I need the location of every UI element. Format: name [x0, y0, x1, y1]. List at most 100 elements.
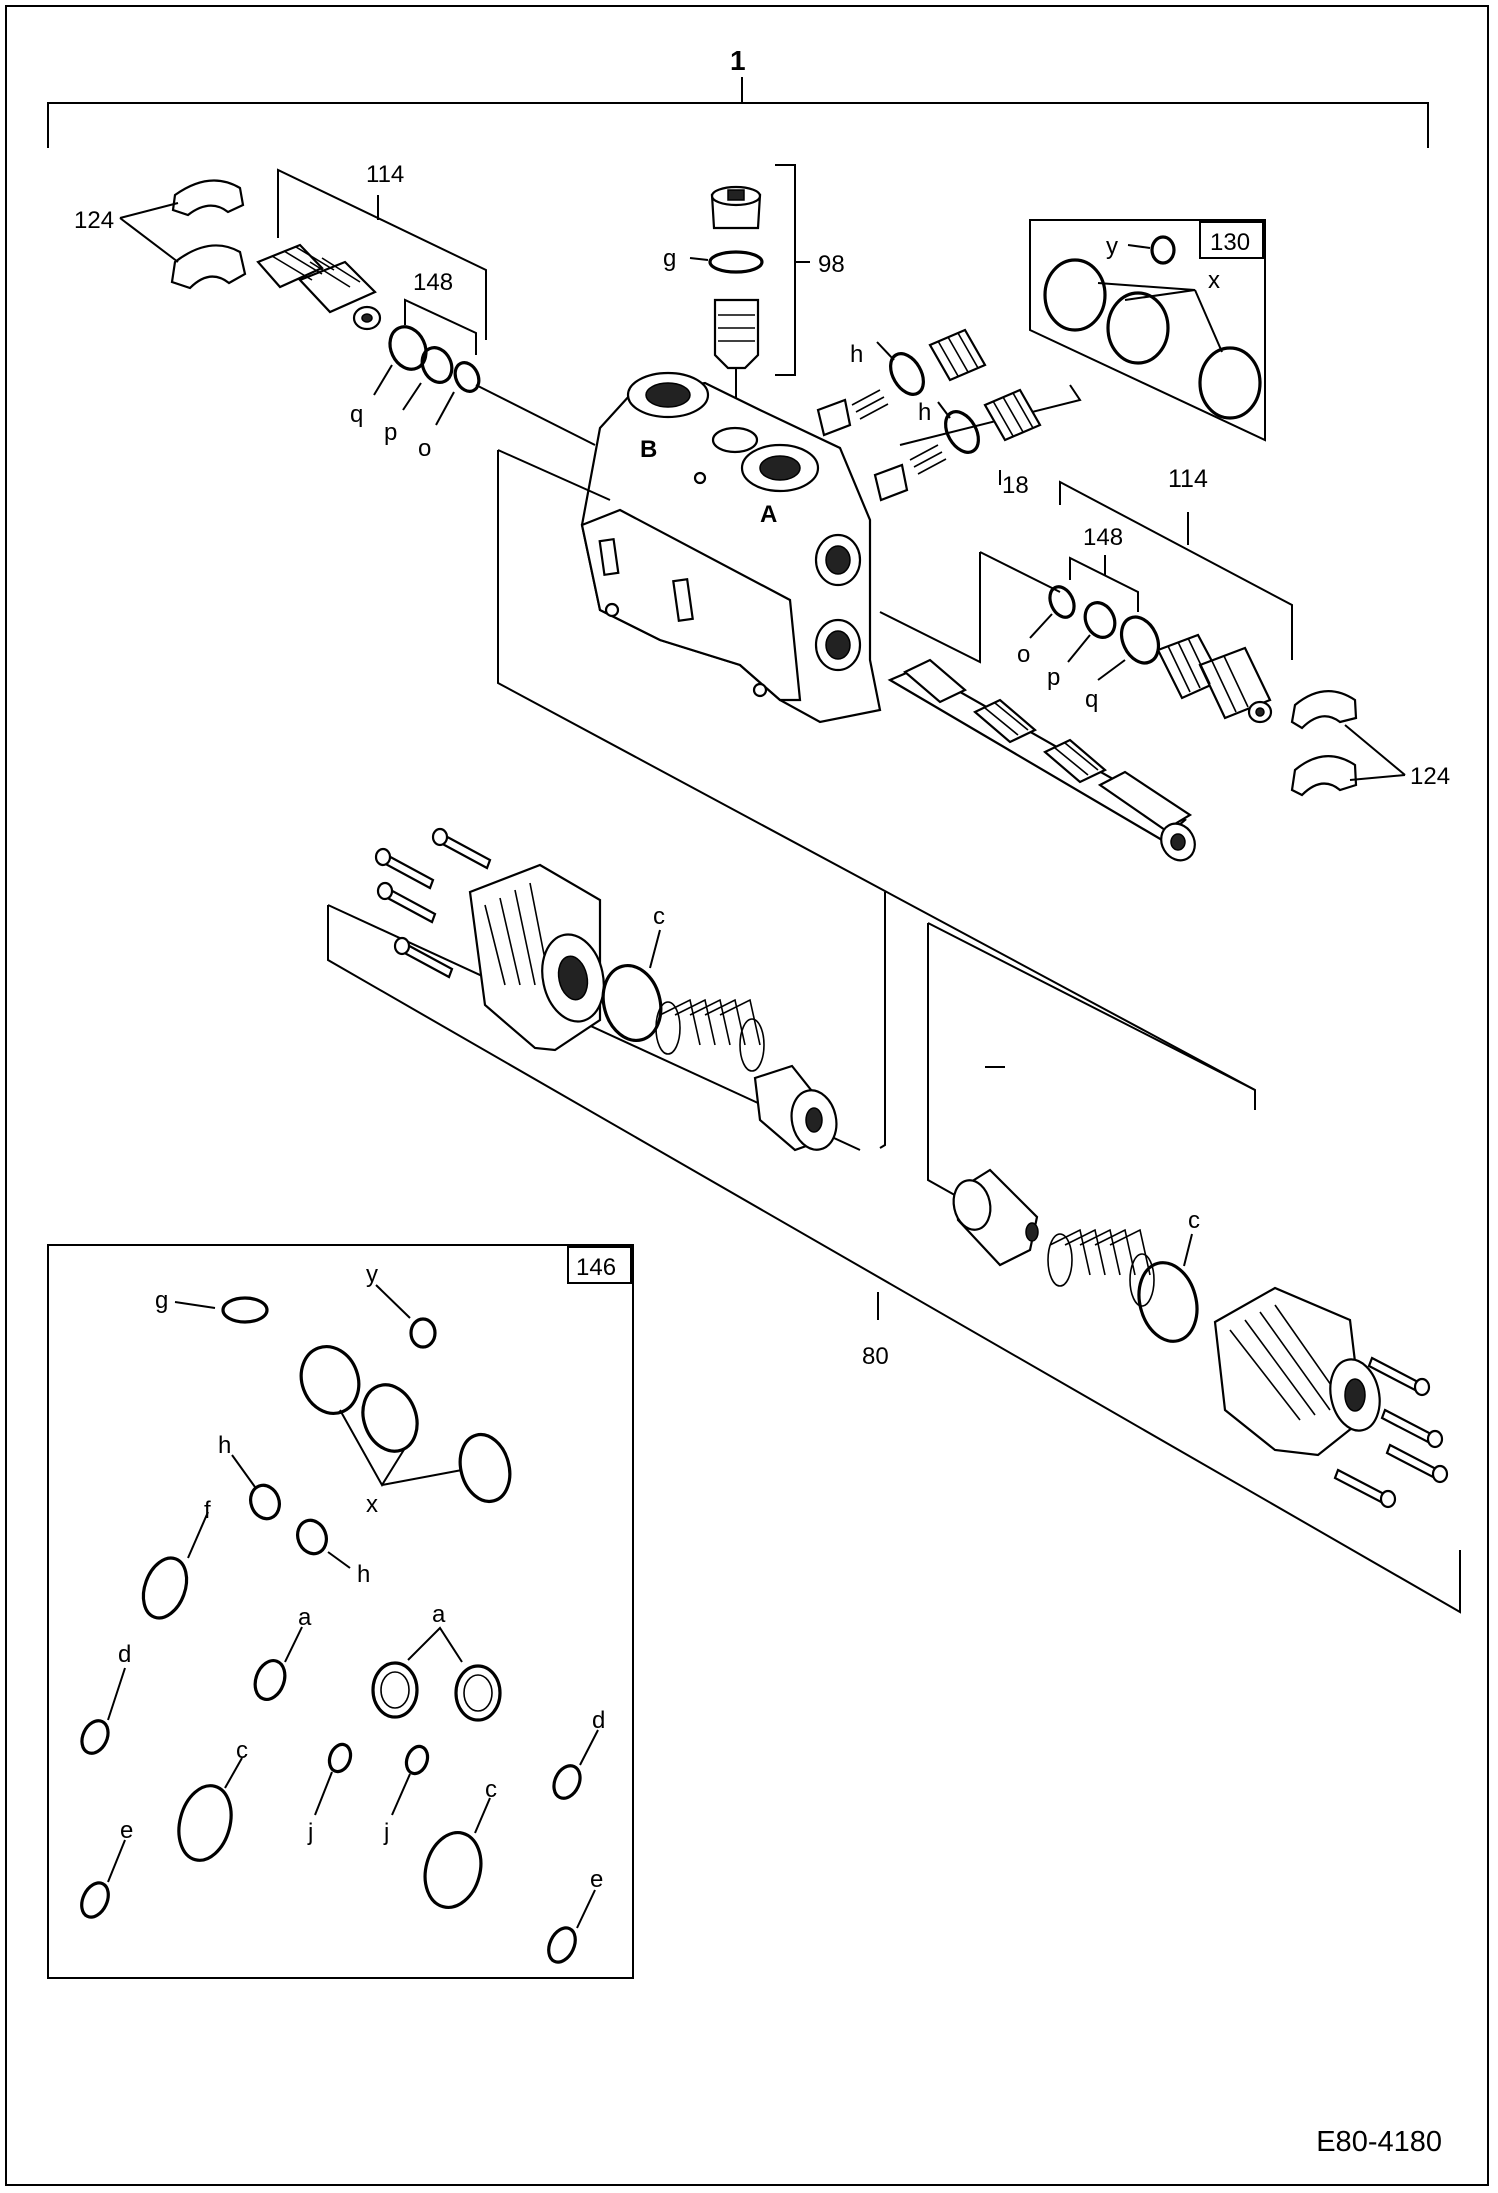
label-p-right: p [1047, 664, 1060, 691]
label-e-146-2: e [590, 1866, 603, 1893]
label-y-146: y [366, 1261, 378, 1288]
seal-kit-130: 130 y x [1029, 219, 1266, 442]
oring-e-146-1 [80, 1881, 110, 1919]
label-c-right: c [1188, 1207, 1200, 1234]
oring-h-top-2 [944, 410, 980, 454]
oring-c-right [1137, 1261, 1199, 1343]
drawing-frame [5, 5, 1489, 2186]
label-h-146-1: h [218, 1432, 231, 1459]
label-a-146-2: a [432, 1601, 446, 1628]
label-x-146: x [366, 1491, 378, 1518]
callout-146: 146 [576, 1254, 616, 1281]
relief-valve-left [256, 243, 382, 331]
oring-y-130 [1150, 235, 1176, 265]
label-e-146-1: e [120, 1817, 133, 1844]
callout-148-right: 148 [1083, 524, 1123, 551]
oring-p-left [420, 346, 454, 384]
label-q-right: q [1085, 686, 1098, 713]
seal-a-146-2 [371, 1661, 419, 1719]
clip-left [170, 179, 247, 290]
label-h-top-2: h [918, 399, 931, 426]
oring-j-146-1 [327, 1742, 353, 1774]
oring-g-146 [221, 1296, 269, 1324]
oring-c-left [601, 963, 663, 1043]
callout-80: 80 [862, 1343, 889, 1370]
callout-1: 1 [730, 45, 746, 76]
seal-a-146-3 [454, 1664, 502, 1722]
spool [887, 658, 1196, 862]
oring-d-146-2 [552, 1764, 582, 1800]
drawing-code: E80-4180 [1316, 2126, 1442, 2158]
oring-a-146-1 [253, 1659, 287, 1701]
valve-body: B A [580, 371, 882, 724]
callout-124-right: 124 [1410, 763, 1450, 790]
oring-e-146-2 [547, 1926, 577, 1964]
oring-y-146 [409, 1317, 437, 1349]
oring-q-right [1119, 615, 1161, 665]
label-g-146: g [155, 1287, 168, 1314]
callout-98: 98 [818, 251, 845, 278]
spring-left [655, 998, 765, 1072]
oring-c-146-2 [423, 1831, 483, 1909]
oring-h-top-1 [889, 352, 925, 396]
relief-valve-right [1156, 633, 1273, 724]
port-a-label: A [760, 501, 777, 528]
label-d-146-2: d [592, 1707, 605, 1734]
callout-114-left: 114 [366, 161, 404, 188]
callout-148-left: 148 [413, 269, 453, 296]
oring-o-left [453, 361, 481, 393]
oring-x-130-2 [1106, 291, 1170, 365]
label-g-top: g [663, 245, 676, 272]
oring-g-top [708, 250, 764, 274]
oring-j-146-2 [404, 1744, 430, 1776]
label-h-146-2: h [357, 1561, 370, 1588]
label-j-146-1: j [307, 1819, 313, 1846]
oring-o-right [1048, 585, 1076, 619]
oring-x-130-3 [1198, 346, 1262, 420]
oring-x-130-1 [1043, 258, 1107, 332]
label-f-146: f [204, 1497, 211, 1524]
relief-valve-left-group: 114 148 124 [74, 161, 596, 462]
label-c-left: c [653, 903, 665, 930]
oring-x-146-2 [361, 1383, 419, 1453]
oring-c-146-1 [177, 1784, 233, 1862]
oring-x-146-1 [299, 1345, 361, 1415]
oring-p-right [1083, 601, 1117, 639]
label-a-146-1: a [298, 1604, 312, 1631]
relief-valve-right-group: 114 148 o p q [879, 465, 1450, 797]
callout-130: 130 [1210, 229, 1250, 256]
callout-114-right: 114 [1168, 465, 1208, 493]
label-h-top-1: h [850, 341, 863, 368]
end-cap-right-group: c [952, 1066, 1449, 1509]
seal-kit-146: 146 g y x h h f a [47, 1244, 634, 1979]
bolts-left [374, 827, 492, 979]
oring-q-left [388, 325, 428, 371]
oring-h-146-1 [249, 1483, 281, 1521]
spool-kit-80-bracket: 80 [327, 449, 1461, 1614]
label-c-146-1: c [236, 1737, 248, 1764]
clip-right [1290, 690, 1358, 797]
assembly-bracket: 1 [47, 45, 1429, 148]
bolts-right [1333, 1356, 1449, 1509]
end-cap-left-group: c [374, 827, 838, 1152]
oring-x-146-3 [458, 1432, 512, 1504]
port-b-label: B [640, 436, 657, 463]
label-p-left: p [384, 419, 397, 446]
callout-18: 18 [1002, 472, 1029, 499]
label-x-130: x [1208, 267, 1220, 294]
oring-f-146 [141, 1556, 189, 1620]
label-y-130: y [1106, 233, 1118, 260]
label-o-right: o [1017, 641, 1030, 668]
load-check-group: 98 g [663, 164, 845, 440]
label-d-146-1: d [118, 1641, 131, 1668]
oring-d-146-1 [80, 1719, 110, 1755]
callout-124-left: 124 [74, 207, 114, 234]
check-valve-group: 18 h h [816, 328, 1082, 502]
label-o-left: o [418, 435, 431, 462]
label-c-146-2: c [485, 1776, 497, 1803]
oring-h-146-2 [296, 1518, 328, 1556]
label-q-left: q [350, 401, 363, 428]
label-j-146-2: j [383, 1819, 389, 1846]
